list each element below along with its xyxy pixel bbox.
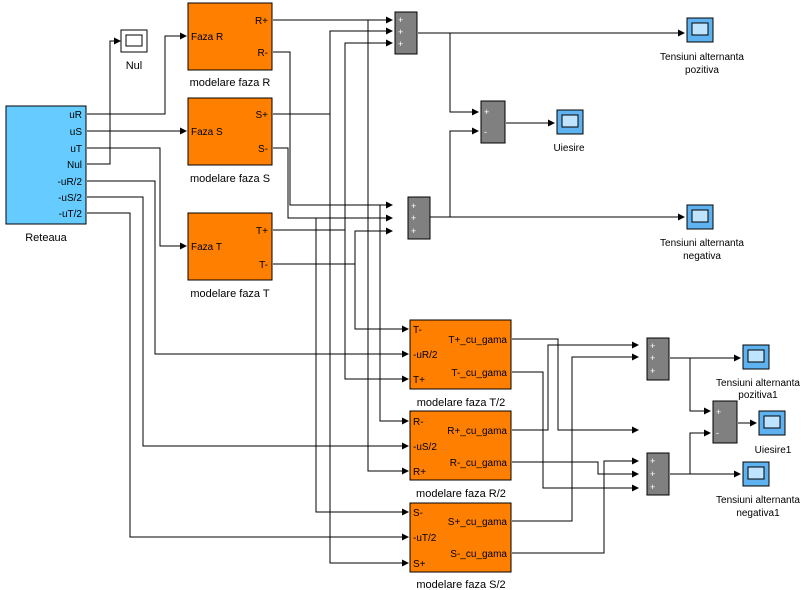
phase-t-subsystem[interactable]: Faza T T+ T- (187, 212, 273, 281)
port-label: Nul (67, 160, 82, 171)
sign: - (716, 428, 719, 438)
port-label: T+ (256, 226, 268, 237)
port-label: -uR/2 (58, 177, 83, 188)
scope-label: Uiesire1 (755, 445, 792, 456)
sign: + (650, 469, 655, 479)
port-label: uT (70, 144, 82, 155)
port-label: Faza S (191, 127, 223, 138)
block-name: modelare faza T/2 (417, 397, 505, 409)
sum-diff[interactable]: + - (480, 100, 506, 144)
port-label: R- (413, 417, 424, 428)
block-name: modelare faza S (190, 173, 270, 185)
port-label: S+_cu_gama (448, 517, 508, 528)
port-label: R-_cu_gama (450, 458, 508, 469)
port-label: R+ (255, 16, 268, 27)
sign: + (398, 39, 403, 49)
sum-top[interactable]: + + + (394, 11, 418, 55)
scope-neg1[interactable] (742, 461, 770, 487)
sum-right-bottom[interactable]: + + + (646, 452, 670, 496)
port-label: S+ (413, 559, 426, 570)
sign: + (398, 15, 403, 25)
sign: + (484, 107, 489, 117)
block-name: Reteaua (25, 232, 67, 244)
port-label: T- (413, 325, 422, 336)
sign: + (411, 201, 416, 211)
port-label: T+ (413, 375, 425, 386)
port-label: T+_cu_gama (448, 335, 507, 346)
port-label: -uT/2 (413, 533, 437, 544)
sign: + (650, 353, 655, 363)
half-t-subsystem[interactable]: T- -uR/2 T+ T+_cu_gama T-_cu_gama (409, 319, 512, 390)
scope-label: negativa1 (736, 508, 780, 519)
sum-right-top[interactable]: + + + (646, 337, 670, 381)
scope-pos1[interactable] (742, 344, 770, 370)
scope-label: Uiesire (553, 143, 585, 154)
block-name: Nul (126, 60, 143, 72)
port-label: S-_cu_gama (450, 549, 507, 560)
port-label: S+ (255, 110, 268, 121)
scope-out[interactable] (556, 109, 584, 135)
port-label: -uS/2 (413, 442, 437, 453)
sign: - (484, 127, 487, 137)
port-label: -uT/2 (59, 209, 83, 220)
port-label: Faza T (191, 242, 222, 253)
port-label: R- (257, 48, 268, 59)
scope-label: negativa (683, 251, 721, 262)
sign: + (650, 456, 655, 466)
half-s-subsystem[interactable]: S- -uT/2 S+ S+_cu_gama S-_cu_gama (409, 502, 512, 573)
port-label: R+_cu_gama (447, 426, 507, 437)
port-label: T-_cu_gama (451, 368, 507, 379)
half-r-subsystem[interactable]: R- -uS/2 R+ R+_cu_gama R-_cu_gama (409, 410, 512, 481)
block-name: modelare faza S/2 (416, 579, 505, 590)
scope-label: pozitiva1 (738, 390, 778, 401)
scope-label: Tensiuni alternanta (660, 52, 744, 63)
sign: + (411, 226, 416, 236)
scope-out1[interactable] (758, 410, 786, 436)
phase-r-subsystem[interactable]: Faza R R+ R- (187, 2, 273, 71)
source-block-reteaua[interactable]: uR uS uT Nul -uR/2 -uS/2 -uT/2 (5, 105, 87, 225)
scope-label: Tensiuni alternanta (716, 378, 800, 389)
sign: + (398, 27, 403, 37)
sum-diff-2[interactable]: + - (712, 400, 738, 444)
sign: + (716, 407, 721, 417)
scope-neg[interactable] (686, 204, 714, 230)
scope-label: pozitiva (685, 65, 719, 76)
sign: + (411, 213, 416, 223)
sign: + (650, 341, 655, 351)
sum-bottom[interactable]: + + + (407, 196, 431, 240)
port-label: R+ (413, 467, 426, 478)
port-label: T- (259, 260, 268, 271)
signal-lines (87, 16, 757, 567)
port-label: Faza R (191, 32, 223, 43)
block-name: modelare faza T (190, 288, 270, 300)
sign: + (650, 366, 655, 376)
scope-label: Tensiuni alternanta (716, 495, 800, 506)
nul-scope[interactable] (120, 29, 148, 53)
port-label: S- (258, 144, 268, 155)
port-label: -uR/2 (413, 350, 438, 361)
scope-pos[interactable] (686, 17, 714, 43)
block-name: modelare faza R/2 (416, 488, 506, 500)
phase-s-subsystem[interactable]: Faza S S+ S- (187, 97, 273, 166)
port-label: uS (70, 127, 83, 138)
sign: + (650, 482, 655, 492)
port-label: uR (69, 110, 82, 121)
port-label: -uS/2 (58, 193, 82, 204)
scope-label: Tensiuni alternanta (660, 238, 744, 249)
port-label: S- (413, 508, 423, 519)
block-name: modelare faza R (190, 77, 271, 89)
